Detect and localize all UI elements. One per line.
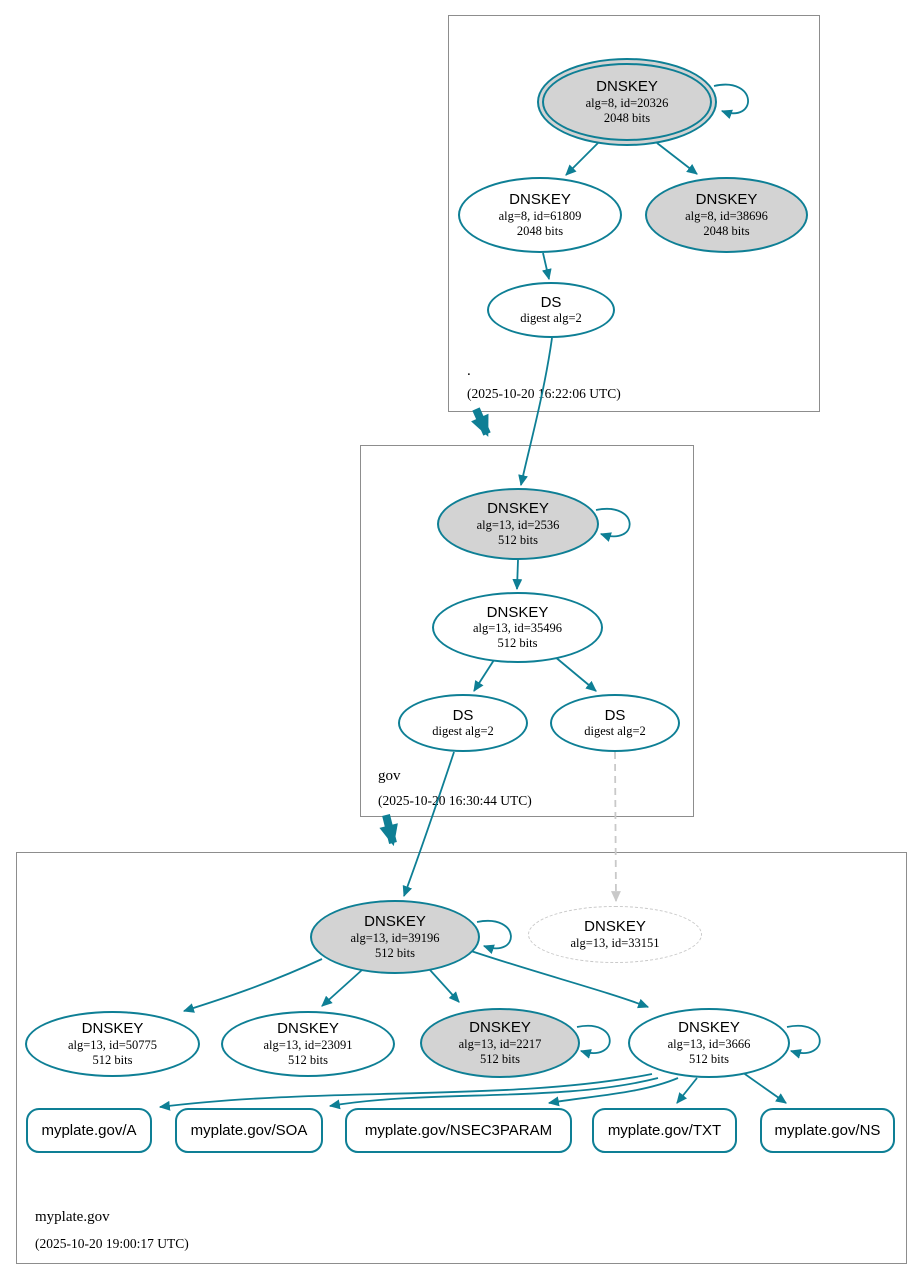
node-detail-alg-id: alg=13, id=2536 xyxy=(476,517,560,532)
node-detail-bits: 512 bits xyxy=(689,1051,729,1066)
rrset-label: myplate.gov/SOA xyxy=(190,1122,308,1139)
edge-ksk-root-to-ksk2-root xyxy=(656,142,698,175)
node-title: DNSKEY xyxy=(364,913,426,931)
node-detail-bits: 512 bits xyxy=(480,1051,520,1066)
edge-zsk-gov-to-ds-gov-1 xyxy=(473,659,495,692)
edge-ksk-root-to-zsk-root xyxy=(565,142,599,176)
node-detail-bits: 512 bits xyxy=(497,636,538,651)
edge-ds-gov-1-to-ksk-myplate xyxy=(402,751,455,898)
ds-node-gov-2[interactable]: DS digest alg=2 xyxy=(550,694,680,752)
node-detail-alg-id: alg=13, id=2217 xyxy=(458,1036,542,1051)
edge-ksk-root-selfloop xyxy=(713,83,749,120)
zone-label-gov: gov xyxy=(378,768,401,784)
node-title: DNSKEY xyxy=(81,1020,144,1038)
edge-dnskey-3666-to-rrset-soa xyxy=(328,1077,659,1110)
edge-delegation-gov-to-myplate xyxy=(379,814,398,847)
zone-label-myplate-gov: myplate.gov xyxy=(35,1209,110,1225)
dnskey-node-gov-ksk-2536[interactable]: DNSKEY alg=13, id=2536 512 bits xyxy=(437,488,599,560)
zone-timestamp-myplate-gov: (2025-10-20 19:00:17 UTC) xyxy=(35,1236,189,1251)
node-detail-digest: digest alg=2 xyxy=(520,311,582,326)
edge-ds-root-to-ksk-gov xyxy=(518,337,553,487)
edge-dnskey-3666-to-rrset-ns xyxy=(741,1071,787,1104)
edge-dnskey-3666-to-rrset-a xyxy=(158,1073,653,1111)
ds-node-root[interactable]: DS digest alg=2 xyxy=(487,282,615,338)
node-detail-digest: digest alg=2 xyxy=(584,724,646,739)
edge-ksk-myplate-to-dnskey-2217 xyxy=(429,969,460,1003)
node-detail-alg-id: alg=13, id=50775 xyxy=(67,1037,158,1052)
node-title: DNSKEY xyxy=(277,1020,339,1038)
dnskey-node-myplate-2217[interactable]: DNSKEY alg=13, id=2217 512 bits xyxy=(420,1008,580,1078)
edge-ksk-myplate-to-dnskey-3666 xyxy=(470,950,650,1009)
dnskey-node-root-38696[interactable]: DNSKEY alg=8, id=38696 2048 bits xyxy=(645,177,808,253)
edge-delegation-root-to-gov xyxy=(471,407,491,437)
node-detail-digest: digest alg=2 xyxy=(432,724,494,739)
edge-dnskey-3666-to-rrset-nsec3param xyxy=(547,1077,679,1107)
ds-node-gov-1[interactable]: DS digest alg=2 xyxy=(398,694,528,752)
node-detail-alg-id: alg=8, id=20326 xyxy=(585,95,669,110)
node-detail-alg-id: alg=13, id=35496 xyxy=(472,621,563,636)
node-detail-bits: 2048 bits xyxy=(516,223,564,238)
node-detail-bits: 512 bits xyxy=(375,945,415,960)
edge-ds-gov-2-to-dnskey-33151 xyxy=(610,751,621,903)
node-title: DNSKEY xyxy=(596,78,658,96)
node-title: DNSKEY xyxy=(487,500,549,518)
dnskey-node-root-zsk-61809[interactable]: DNSKEY alg=8, id=61809 2048 bits xyxy=(458,177,622,253)
node-title: DS xyxy=(540,293,562,311)
rrset-label: myplate.gov/A xyxy=(41,1122,137,1139)
dnskey-node-myplate-ksk-39196[interactable]: DNSKEY alg=13, id=39196 512 bits xyxy=(310,900,480,974)
rrset-myplate-gov-txt[interactable]: myplate.gov/TXT xyxy=(592,1108,737,1153)
edge-zsk-root-to-ds-root xyxy=(541,252,552,281)
node-title: DNSKEY xyxy=(584,918,646,936)
node-title: DNSKEY xyxy=(695,191,758,209)
node-detail-alg-id: alg=13, id=23091 xyxy=(263,1037,353,1052)
rrset-myplate-gov-soa[interactable]: myplate.gov/SOA xyxy=(175,1108,323,1153)
node-detail-alg-id: alg=13, id=33151 xyxy=(570,935,660,950)
dnskey-node-myplate-3666[interactable]: DNSKEY alg=13, id=3666 512 bits xyxy=(628,1008,790,1078)
dnskey-node-gov-zsk-35496[interactable]: DNSKEY alg=13, id=35496 512 bits xyxy=(432,592,603,663)
dnskey-node-myplate-23091[interactable]: DNSKEY alg=13, id=23091 512 bits xyxy=(221,1011,395,1077)
node-detail-alg-id: alg=8, id=61809 xyxy=(498,208,582,223)
node-title: DNSKEY xyxy=(486,603,549,621)
dnskey-node-root-ksk-20326[interactable]: DNSKEY alg=8, id=20326 2048 bits xyxy=(537,58,717,146)
node-detail-bits: 2048 bits xyxy=(603,110,651,125)
edge-ksk-gov-selfloop xyxy=(595,507,631,542)
node-detail-bits: 2048 bits xyxy=(703,223,750,238)
node-detail-alg-id: alg=13, id=39196 xyxy=(350,930,440,945)
zone-timestamp-gov: (2025-10-20 16:30:44 UTC) xyxy=(378,793,532,808)
node-detail-alg-id: alg=8, id=38696 xyxy=(685,208,768,223)
edge-ksk-myplate-to-dnskey-23091 xyxy=(321,969,363,1007)
rrset-label: myplate.gov/TXT xyxy=(607,1122,722,1139)
edge-ksk-myplate-selfloop xyxy=(476,919,512,954)
rrset-label: myplate.gov/NS xyxy=(774,1122,881,1139)
node-title: DNSKEY xyxy=(509,191,571,209)
dnskey-node-myplate-50775[interactable]: DNSKEY alg=13, id=50775 512 bits xyxy=(25,1011,200,1077)
rrset-myplate-gov-ns[interactable]: myplate.gov/NS xyxy=(760,1108,895,1153)
zone-label-root: . xyxy=(467,363,471,379)
edge-dnskey-3666-selfloop xyxy=(786,1024,821,1059)
node-detail-bits: 512 bits xyxy=(498,532,538,547)
edge-ksk-myplate-to-dnskey-50775 xyxy=(182,958,323,1013)
rrset-myplate-gov-nsec3param[interactable]: myplate.gov/NSEC3PARAM xyxy=(345,1108,572,1153)
dnskey-node-myplate-33151-missing[interactable]: DNSKEY alg=13, id=33151 xyxy=(528,906,702,963)
node-title: DS xyxy=(604,706,626,724)
node-title: DNSKEY xyxy=(678,1019,740,1037)
node-title: DS xyxy=(452,706,474,724)
node-title: DNSKEY xyxy=(469,1019,531,1037)
edge-ksk-gov-to-zsk-gov xyxy=(512,559,523,591)
rrset-myplate-gov-a[interactable]: myplate.gov/A xyxy=(26,1108,152,1153)
node-detail-bits: 512 bits xyxy=(92,1052,133,1067)
edge-dnskey-3666-to-rrset-txt xyxy=(676,1077,698,1104)
node-detail-bits: 512 bits xyxy=(288,1052,328,1067)
edge-zsk-gov-to-ds-gov-2 xyxy=(553,655,597,692)
rrset-label: myplate.gov/NSEC3PARAM xyxy=(364,1122,553,1139)
node-detail-alg-id: alg=13, id=3666 xyxy=(667,1036,751,1051)
edge-dnskey-2217-selfloop xyxy=(576,1024,611,1059)
zone-timestamp-root: (2025-10-20 16:22:06 UTC) xyxy=(467,386,621,401)
